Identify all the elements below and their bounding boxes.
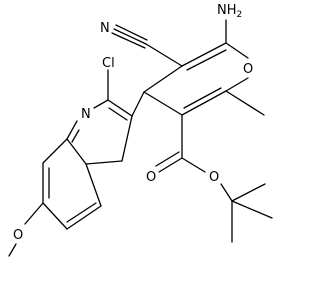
chloro-label: Cl — [102, 56, 115, 71]
bond-c5-c6 — [181, 42, 227, 67]
bond-q2-n — [93, 99, 109, 109]
bond-c2-c3 — [181, 90, 227, 116]
bond-nitrile-2 — [115, 24, 148, 41]
bond-c4-c5 — [143, 65, 183, 93]
bond-c6-o — [225, 42, 249, 59]
ester-carbonyl-o-label: O — [146, 170, 156, 185]
bond-tbu-me2 — [231, 183, 266, 202]
bond-c5-c6-double — [186, 49, 227, 71]
bond-c7-ome — [24, 202, 44, 225]
bond-c7-c6 — [42, 202, 68, 230]
bond-carbonyl-o-double — [155, 151, 180, 167]
bond-n-c8a-double — [71, 129, 80, 143]
bond-nitrile-1 — [113, 28, 147, 45]
bond-carbonyl-o — [158, 157, 183, 173]
amino-label: NH2 — [217, 3, 242, 20]
bond-o-tbu — [220, 183, 233, 202]
bond-c4-quinoline — [131, 91, 145, 117]
bond-q3-q2-double — [108, 107, 128, 121]
bond-q3-q2 — [107, 99, 133, 117]
methoxy-o-label: O — [13, 228, 23, 243]
bond-c6-c5 — [66, 205, 102, 230]
bond-c2-methyl — [225, 90, 265, 116]
bond-c4-c3 — [121, 115, 133, 162]
bond-c2-c3-double — [183, 87, 222, 109]
bond-c3-c4 — [143, 91, 183, 116]
quinoline-n-label: N — [81, 107, 91, 122]
bond-carbonyl-oester — [181, 157, 206, 173]
bond-c6-c5-double — [66, 202, 97, 223]
bond-n-c8a — [66, 120, 78, 140]
bond-o-c2 — [225, 77, 249, 92]
atom-labels: NH2 N O Cl N O O O — [13, 3, 253, 243]
bond-c5-cn — [145, 43, 183, 67]
bond-c8a-c4a — [66, 138, 87, 165]
bond-nitrile-3 — [111, 32, 146, 49]
bond-c5-c4a — [85, 163, 102, 207]
ring-oxygen-label: O — [243, 62, 253, 77]
bonds — [8, 19, 273, 257]
bond-o-methyl — [8, 243, 17, 257]
bond-c8a-c8 — [42, 138, 68, 164]
nitrile-n-label: N — [100, 21, 110, 36]
bond-c4a-c4 — [85, 160, 123, 165]
molecule-structure: NH2 N O Cl N O O O — [8, 3, 273, 257]
ester-o-label: O — [209, 170, 219, 185]
bond-tbu-me3 — [231, 200, 273, 219]
